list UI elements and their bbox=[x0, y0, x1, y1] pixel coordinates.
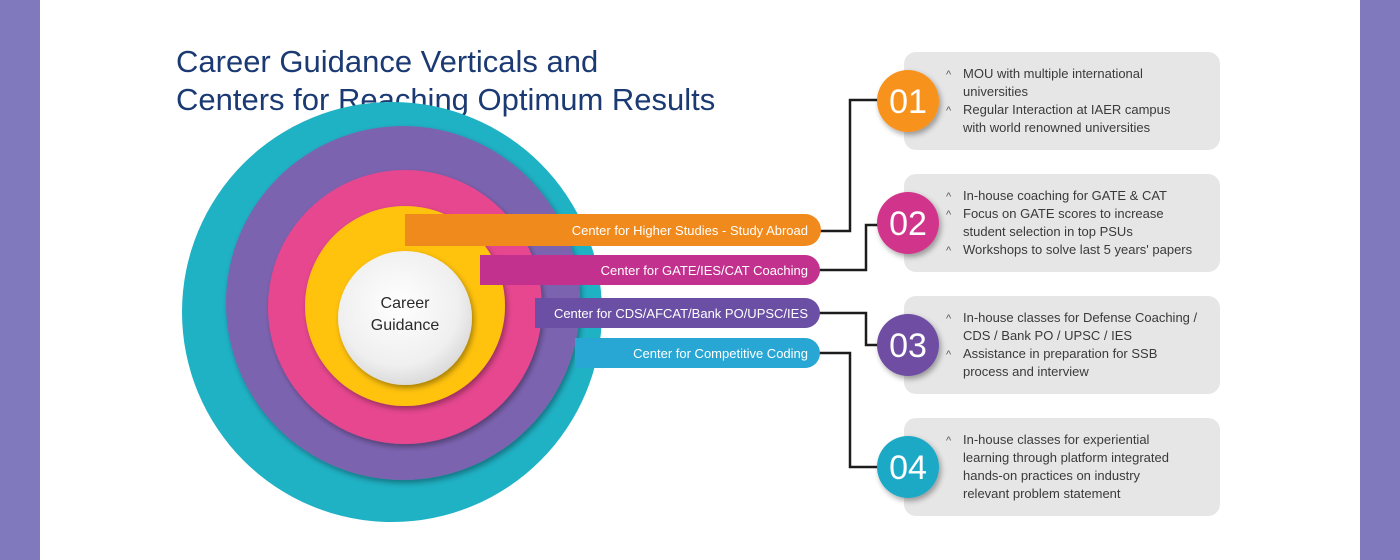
band-label: Center for Higher Studies - Study Abroad bbox=[572, 223, 808, 238]
bullet-text: Regular Interaction at IAER campus bbox=[963, 102, 1171, 117]
bullet-text: In-house classes for experiential bbox=[963, 432, 1150, 447]
band-shape bbox=[535, 298, 820, 328]
band-competitive-coding[interactable]: Center for Competitive Coding bbox=[575, 338, 820, 368]
detail-item-04: 04 ^ In-house classes for experiential lear… bbox=[877, 418, 1220, 516]
bullet-text: with world renowned universities bbox=[962, 120, 1151, 135]
bullet-marker: ^ bbox=[946, 105, 952, 117]
connector-01 bbox=[818, 98, 892, 233]
detail-box bbox=[904, 52, 1220, 150]
bullet-marker: ^ bbox=[946, 349, 952, 361]
bullet-marker: ^ bbox=[946, 209, 952, 221]
detail-box bbox=[904, 174, 1220, 272]
bullet-text: In-house coaching for GATE & CAT bbox=[963, 188, 1167, 203]
number-label: 03 bbox=[889, 327, 927, 365]
number-badge bbox=[877, 314, 939, 376]
number-label: 04 bbox=[889, 449, 927, 487]
detail-box bbox=[904, 418, 1220, 516]
detail-item-02: 02 ^ In-house coaching for GATE & CAT ^ Focu… bbox=[877, 174, 1220, 272]
bullet-text: hands-on practices on industry bbox=[963, 468, 1141, 483]
bullet-text: process and interview bbox=[963, 364, 1089, 379]
number-badge bbox=[877, 70, 939, 132]
center-bands: Center for Higher Studies - Study Abroad… bbox=[405, 214, 821, 368]
band-label: Center for Competitive Coding bbox=[633, 346, 808, 361]
band-defense-coaching[interactable]: Center for CDS/AFCAT/Bank PO/UPSC/IES bbox=[535, 298, 820, 328]
center-label-line-1: Career bbox=[381, 295, 431, 312]
title-line-1: Career Guidance Verticals and bbox=[176, 44, 598, 79]
bullet-text: learning through platform integrated bbox=[963, 450, 1169, 465]
number-label: 02 bbox=[889, 205, 927, 243]
bullet-text: Focus on GATE scores to increase bbox=[963, 206, 1164, 221]
connector-lines bbox=[818, 98, 892, 469]
number-label: 01 bbox=[889, 83, 927, 121]
bullet-text: CDS / Bank PO / UPSC / IES bbox=[963, 328, 1132, 343]
band-shape bbox=[480, 255, 820, 285]
band-study-abroad[interactable]: Center for Higher Studies - Study Abroad bbox=[405, 214, 821, 246]
band-label: Center for CDS/AFCAT/Bank PO/UPSC/IES bbox=[554, 306, 808, 321]
connector-04 bbox=[818, 351, 892, 469]
infographic-page: Career Guidance Verticals and Centers fo… bbox=[40, 0, 1360, 560]
bullet-marker: ^ bbox=[946, 435, 952, 447]
detail-items: 01 ^ MOU with multiple international univer… bbox=[877, 52, 1220, 516]
bullet-marker: ^ bbox=[946, 69, 952, 81]
band-label: Center for GATE/IES/CAT Coaching bbox=[601, 263, 808, 278]
bullet-text: In-house classes for Defense Coaching / bbox=[963, 310, 1198, 325]
bullet-text: MOU with multiple international bbox=[963, 66, 1143, 81]
career-guidance-center: Career Guidance bbox=[338, 251, 472, 385]
bullet-marker: ^ bbox=[946, 245, 952, 257]
bullet-text: universities bbox=[963, 84, 1029, 99]
career-guidance-infographic: Career Guidance Verticals and Centers fo… bbox=[176, 44, 1220, 522]
detail-item-01: 01 ^ MOU with multiple international univer… bbox=[877, 52, 1220, 150]
bullet-text: Workshops to solve last 5 years' papers bbox=[963, 242, 1193, 257]
center-circle bbox=[338, 251, 472, 385]
center-label-line-2: Guidance bbox=[371, 317, 440, 334]
bullet-marker: ^ bbox=[946, 191, 952, 203]
detail-item-03: 03 ^ In-house classes for Defense Coaching… bbox=[877, 296, 1220, 394]
bullet-text: student selection in top PSUs bbox=[963, 224, 1133, 239]
band-shape bbox=[575, 338, 820, 368]
bullet-marker: ^ bbox=[946, 313, 952, 325]
number-badge bbox=[877, 192, 939, 254]
bullet-text: relevant problem statement bbox=[963, 486, 1121, 501]
band-shape bbox=[405, 214, 821, 246]
bullet-text: Assistance in preparation for SSB bbox=[963, 346, 1157, 361]
number-badge bbox=[877, 436, 939, 498]
detail-box bbox=[904, 296, 1220, 394]
band-gate-coaching[interactable]: Center for GATE/IES/CAT Coaching bbox=[480, 255, 820, 285]
